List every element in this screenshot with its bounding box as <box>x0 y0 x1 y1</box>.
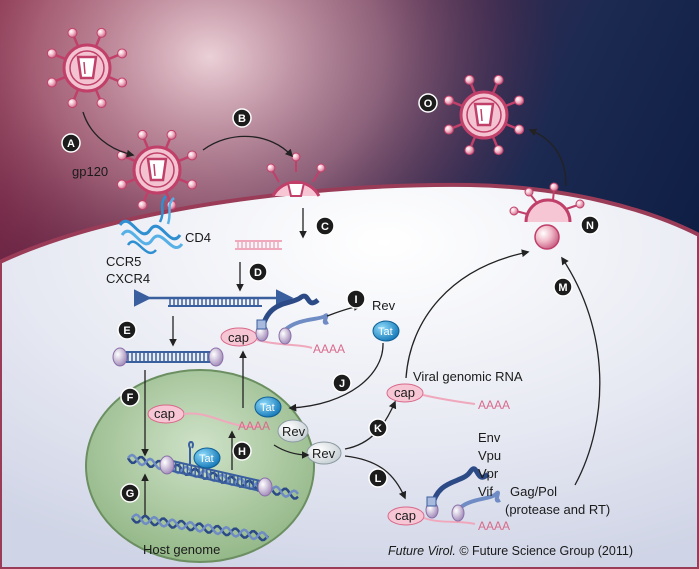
virion-fusing <box>266 152 326 197</box>
integrated-provirus <box>126 441 299 500</box>
svg-text:A: A <box>67 138 75 150</box>
label-aaaa-3: AAAA <box>478 398 510 412</box>
label-vpu: Vpu <box>478 448 501 463</box>
label-rev-2: Rev <box>282 424 306 439</box>
svg-text:D: D <box>254 267 262 279</box>
svg-text:O: O <box>424 98 433 110</box>
preintegration-complex <box>112 347 224 367</box>
viral-rna-uncoated <box>235 240 282 250</box>
translation-complex-upper <box>220 293 329 349</box>
svg-text:C: C <box>321 221 329 233</box>
virion-free <box>46 27 128 109</box>
svg-text:F: F <box>127 392 134 404</box>
step-marker-e: E <box>117 320 137 340</box>
rev-protein-nuclear <box>277 419 309 443</box>
copyright-credit: Future Virol. © Future Science Group (20… <box>388 544 633 558</box>
svg-text:K: K <box>374 423 382 435</box>
step-marker-j: J <box>332 373 352 393</box>
host-genome-dna <box>130 513 270 542</box>
step-marker-l: L <box>368 468 388 488</box>
label-protease-rt: (protease and RT) <box>505 502 610 517</box>
svg-text:J: J <box>339 378 345 390</box>
svg-text:G: G <box>126 488 135 500</box>
step-marker-i: I <box>346 289 366 309</box>
label-vpr: Vpr <box>478 466 499 481</box>
label-gp120: gp120 <box>72 164 108 179</box>
label-vif: Vif <box>478 484 493 499</box>
label-cap-2: cap <box>154 406 175 421</box>
label-rev-3: Rev <box>312 446 336 461</box>
tat-protein-cytoplasm <box>372 320 400 342</box>
label-aaaa-1: AAAA <box>313 342 345 356</box>
label-host-genome: Host genome <box>143 542 220 557</box>
svg-text:H: H <box>238 446 246 458</box>
step-markers: A B C D E F G H I J K L M N O <box>61 93 600 503</box>
label-aaaa-2: AAAA <box>238 419 270 433</box>
svg-text:M: M <box>558 282 567 294</box>
tat-protein-nuclear <box>254 396 282 418</box>
label-gag-pol: Gag/Pol <box>510 484 557 499</box>
step-marker-d: D <box>248 262 268 282</box>
process-arrows <box>82 111 601 515</box>
svg-text:N: N <box>586 220 594 232</box>
virion-mature <box>443 74 525 156</box>
label-rev-1: Rev <box>372 298 396 313</box>
budding-virion <box>509 182 585 250</box>
step-marker-h: H <box>232 441 252 461</box>
step-marker-o: O <box>418 93 438 113</box>
svg-text:L: L <box>375 473 382 485</box>
viral-genomic-rna <box>386 383 476 405</box>
label-viral-genomic-rna: Viral genomic RNA <box>413 369 523 384</box>
credit-journal: Future Virol. <box>388 544 456 558</box>
translation-complex-lower <box>387 466 501 526</box>
label-tat-3: Tat <box>199 453 214 465</box>
nuclear-mrna <box>147 404 261 428</box>
label-cap-3: cap <box>394 385 415 400</box>
step-marker-m: M <box>553 277 573 297</box>
label-env: Env <box>478 430 501 445</box>
step-marker-c: C <box>315 216 335 236</box>
label-aaaa-4: AAAA <box>478 519 510 533</box>
tat-protein-provirus <box>193 447 221 469</box>
label-tat-1: Tat <box>378 326 393 338</box>
label-cap-4: cap <box>395 508 416 523</box>
receptor-cd4 <box>158 195 175 225</box>
step-marker-a: A <box>61 133 81 153</box>
label-cd4: CD4 <box>185 230 211 245</box>
svg-text:B: B <box>238 113 246 125</box>
label-ccr5: CCR5 <box>106 254 141 269</box>
step-marker-b: B <box>232 108 252 128</box>
label-cxcr4: CXCR4 <box>106 271 150 286</box>
virion-bound <box>116 129 198 211</box>
step-marker-n: N <box>580 215 600 235</box>
step-marker-k: K <box>368 418 388 438</box>
svg-text:I: I <box>354 294 357 306</box>
label-cap-1: cap <box>228 330 249 345</box>
viral-dna <box>134 289 294 307</box>
step-marker-g: G <box>120 483 140 503</box>
label-tat-2: Tat <box>260 402 275 414</box>
svg-text:E: E <box>123 325 130 337</box>
step-marker-f: F <box>120 387 140 407</box>
credit-rest: © Future Science Group (2011) <box>456 544 633 558</box>
coreceptor-ccr5-cxcr4 <box>118 219 184 254</box>
